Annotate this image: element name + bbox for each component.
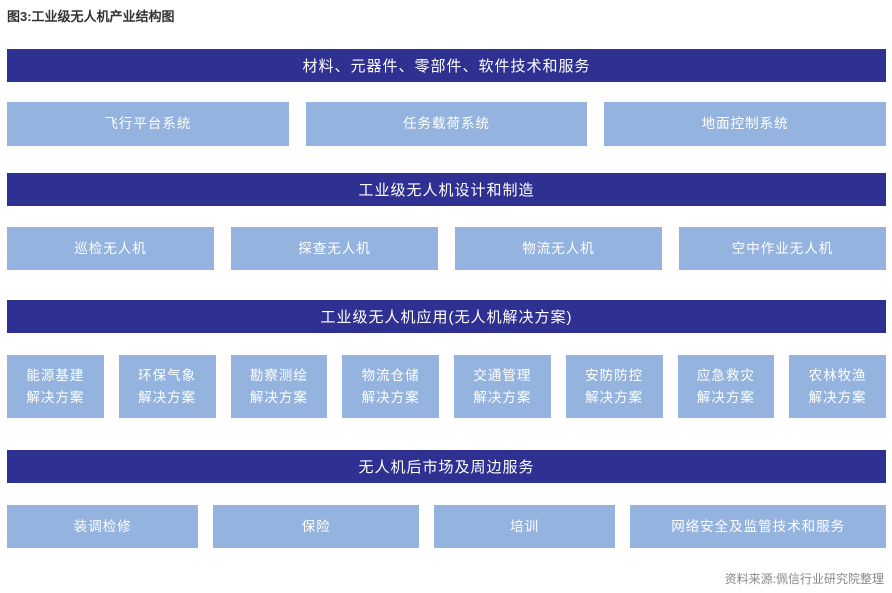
- banner-aftermarket: 无人机后市场及周边服务: [7, 450, 886, 483]
- box-emergency-rescue-solution: 应急救灾 解决方案: [677, 355, 775, 418]
- source-note: 资料来源:佩信行业研究院整理: [724, 572, 884, 586]
- box-mission-payload-system: 任务载荷系统: [305, 102, 588, 146]
- banner-design-manufacturing: 工业级无人机设计和制造: [7, 173, 886, 206]
- box-insurance: 保险: [213, 505, 419, 548]
- row-drone-types: 巡检无人机 探查无人机 物流无人机 空中作业无人机: [7, 227, 886, 270]
- figure-title: 图3:工业级无人机产业结构图: [7, 9, 175, 24]
- box-energy-infrastructure-solution: 能源基建 解决方案: [7, 355, 104, 418]
- box-agriculture-forestry-solution: 农林牧渔 解决方案: [789, 355, 886, 418]
- box-ground-control-system: 地面控制系统: [604, 102, 887, 146]
- box-survey-mapping-solution: 勘察测绘 解决方案: [230, 355, 328, 418]
- box-network-security-regulation: 网络安全及监管技术和服务: [630, 505, 886, 548]
- box-training: 培训: [433, 505, 616, 548]
- row-upstream-systems: 飞行平台系统 任务载荷系统 地面控制系统: [7, 102, 887, 146]
- row-aftermarket-services: 装调检修 保险 培训 网络安全及监管技术和服务: [7, 505, 886, 548]
- banner-materials-components: 材料、元器件、零部件、软件技术和服务: [7, 49, 886, 82]
- box-environment-weather-solution: 环保气象 解决方案: [118, 355, 216, 418]
- box-traffic-management-solution: 交通管理 解决方案: [454, 355, 551, 418]
- box-inspection-drone: 巡检无人机: [7, 227, 214, 270]
- box-aerial-operation-drone: 空中作业无人机: [679, 227, 886, 270]
- box-logistics-warehousing-solution: 物流仓储 解决方案: [342, 355, 439, 418]
- box-logistics-drone: 物流无人机: [455, 227, 662, 270]
- box-flight-platform-system: 飞行平台系统: [7, 102, 289, 146]
- banner-applications: 工业级无人机应用(无人机解决方案): [7, 300, 886, 333]
- row-solutions: 能源基建 解决方案 环保气象 解决方案 勘察测绘 解决方案 物流仓储 解决方案 …: [7, 355, 886, 418]
- box-assembly-maintenance: 装调检修: [7, 505, 199, 548]
- box-security-prevention-solution: 安防防控 解决方案: [565, 355, 663, 418]
- box-exploration-drone: 探查无人机: [231, 227, 438, 270]
